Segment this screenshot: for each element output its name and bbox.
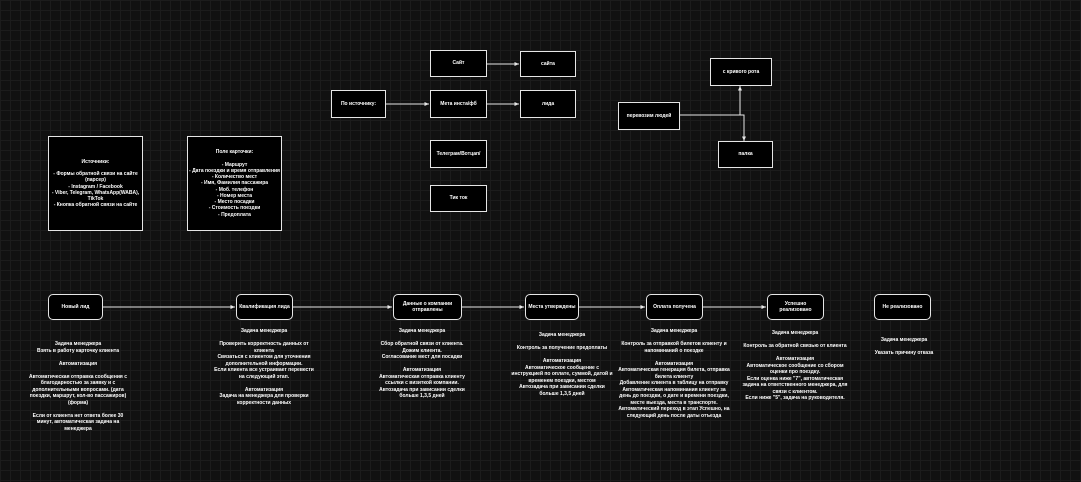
- stage-success[interactable]: Успешно реализовано: [767, 294, 824, 320]
- stage-seats-confirmed-note: Задача менеджера Контроль за получение п…: [511, 332, 613, 397]
- stage-company-info-sent[interactable]: Данные о компании отправлены: [393, 294, 462, 320]
- arrow-people-to-crooked: [680, 86, 742, 116]
- stage-payment-received[interactable]: Оплата получена: [646, 294, 703, 320]
- telegram-node[interactable]: Телеграм/Вотцап/: [430, 140, 487, 168]
- stage-not-realized[interactable]: Не реализовано: [874, 294, 931, 320]
- meta-result-node[interactable]: лида: [520, 90, 576, 118]
- people-node[interactable]: перевозим людей: [618, 102, 680, 130]
- site-node[interactable]: Сайт: [430, 50, 487, 77]
- parcels-node[interactable]: палка: [718, 141, 773, 168]
- card-fields-box[interactable]: Поле карточки: - Маршрут - Дата поездки …: [187, 136, 282, 231]
- stage-company-info-sent-note: Задача менеджера Сбор обратной связи от …: [379, 328, 465, 399]
- tiktok-node[interactable]: Тик ток: [430, 185, 487, 212]
- stage-payment-received-note: Задача менеджера Контроль за отправкой б…: [618, 328, 730, 419]
- stage-new-lead[interactable]: Новый лид: [48, 294, 103, 320]
- site-result-node[interactable]: сайта: [520, 51, 576, 77]
- stage-seats-confirmed[interactable]: Места утверждены: [525, 294, 579, 320]
- stage-success-note: Задача менеджера Контроль за обратной св…: [742, 330, 848, 401]
- stage-lead-qualification[interactable]: Квалификация лида: [236, 294, 293, 320]
- source-node[interactable]: По источнику:: [331, 90, 386, 118]
- crooked-node[interactable]: с кривого рота: [710, 58, 772, 86]
- arrow-people-to-parcels: [680, 114, 746, 141]
- sources-box[interactable]: Источники: - Формы обратной связи на сай…: [48, 136, 143, 231]
- meta-node[interactable]: Мета инста/фб: [430, 90, 487, 118]
- stage-not-realized-note: Задача менеджера Указать причину отказа: [874, 337, 934, 356]
- stage-new-lead-note: Задача менеджера Взять в работу карточку…: [28, 341, 128, 432]
- stage-lead-qualification-note: Задача менеджера Проверить корректность …: [214, 328, 314, 406]
